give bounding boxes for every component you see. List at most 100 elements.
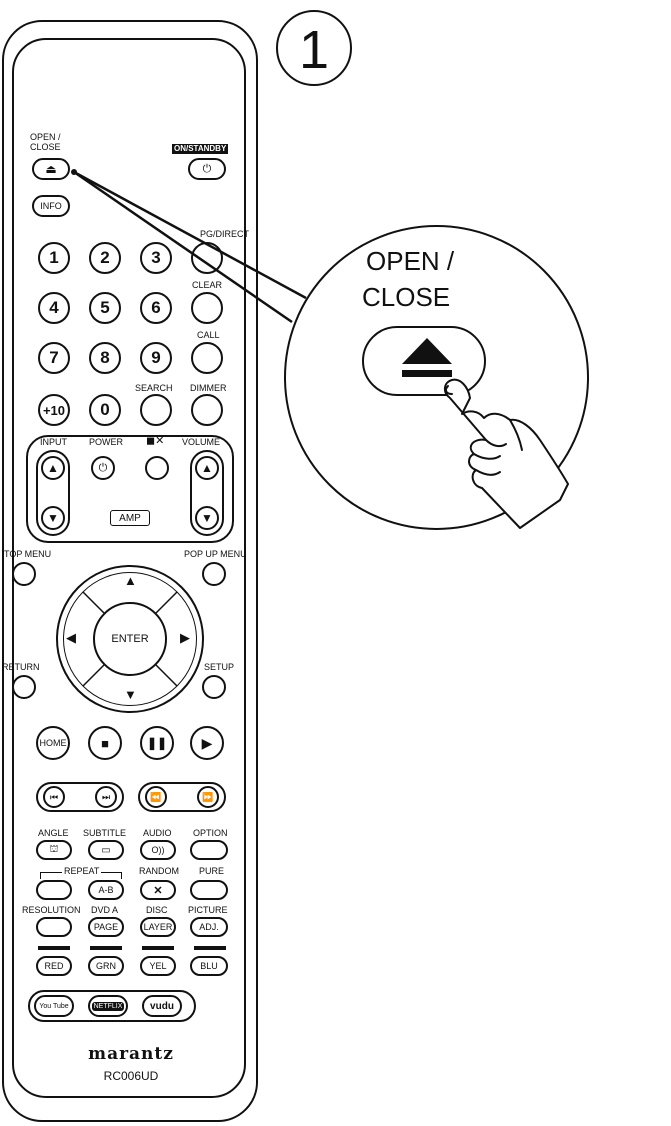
camera-icon: ⛫ bbox=[49, 843, 59, 855]
call-label: CALL bbox=[197, 330, 220, 340]
dpad-left-arrow-icon[interactable]: ◀ bbox=[66, 630, 76, 645]
search-button[interactable] bbox=[140, 394, 172, 426]
youtube-logo: You Tube bbox=[39, 1002, 69, 1010]
search-label: SEARCH bbox=[135, 383, 173, 393]
volume-up-button[interactable]: ▲ bbox=[195, 456, 219, 480]
volume-down-button[interactable]: ▼ bbox=[195, 506, 219, 530]
return-button[interactable] bbox=[12, 675, 36, 699]
digit-label: 7 bbox=[49, 348, 59, 367]
blue-button[interactable]: BLU bbox=[190, 956, 228, 976]
pop-up-menu-label: POP UP MENU bbox=[184, 549, 247, 559]
red-label: RED bbox=[44, 961, 64, 971]
dpad-right-arrow-icon[interactable]: ▶ bbox=[180, 630, 190, 645]
open-close-button[interactable]: ⏏ bbox=[32, 158, 70, 180]
ab-button[interactable]: A-B bbox=[88, 880, 124, 900]
digit-4-button[interactable]: 4 bbox=[38, 292, 70, 324]
power-icon: ⏻ bbox=[98, 461, 108, 474]
play-button[interactable]: ▶ bbox=[190, 726, 224, 760]
mute-button[interactable] bbox=[145, 456, 169, 480]
digit-3-button[interactable]: 3 bbox=[140, 242, 172, 274]
call-button[interactable] bbox=[191, 342, 223, 374]
red-button[interactable]: RED bbox=[36, 956, 72, 976]
blue-bar bbox=[194, 946, 226, 950]
netflix-logo: NETFLIX bbox=[91, 1001, 125, 1011]
fast-forward-button[interactable]: ⏩ bbox=[197, 786, 219, 808]
digit-7-button[interactable]: 7 bbox=[38, 342, 70, 374]
home-button[interactable]: HOME bbox=[36, 726, 70, 760]
dimmer-button[interactable] bbox=[191, 394, 223, 426]
return-label: RETURN bbox=[2, 662, 40, 672]
digit-6-button[interactable]: 6 bbox=[140, 292, 172, 324]
rewind-button[interactable]: ⏪ bbox=[145, 786, 167, 808]
top-menu-label: TOP MENU bbox=[4, 549, 52, 559]
random-button[interactable]: ✕ bbox=[140, 880, 176, 900]
subtitle-label: SUBTITLE bbox=[83, 828, 127, 838]
digit-8-button[interactable]: 8 bbox=[89, 342, 121, 374]
resolution-button[interactable] bbox=[36, 917, 72, 937]
input-up-button[interactable]: ▲ bbox=[41, 456, 65, 480]
enter-label: ENTER bbox=[111, 633, 149, 645]
on-standby-button[interactable]: ⏻ bbox=[188, 158, 226, 180]
input-down-button[interactable]: ▼ bbox=[41, 506, 65, 530]
page-label: PAGE bbox=[93, 922, 119, 932]
top-menu-button[interactable] bbox=[12, 562, 36, 586]
green-bar bbox=[90, 946, 122, 950]
digit-5-button[interactable]: 5 bbox=[89, 292, 121, 324]
netflix-button[interactable]: NETFLIX bbox=[88, 995, 128, 1017]
pause-button[interactable]: ❚❚ bbox=[140, 726, 174, 760]
dpad-up-arrow-icon[interactable]: ▲ bbox=[124, 573, 137, 588]
callout-open-close-button[interactable] bbox=[362, 326, 486, 396]
digit-label: 0 bbox=[100, 400, 110, 419]
volume-rocker[interactable] bbox=[190, 450, 224, 536]
clear-button[interactable] bbox=[191, 292, 223, 324]
setup-label: SETUP bbox=[204, 662, 235, 672]
green-button[interactable]: GRN bbox=[88, 956, 124, 976]
dpad-outer-ring[interactable] bbox=[56, 565, 204, 713]
rewind-icon: ⏪ bbox=[150, 791, 162, 802]
amp-power-button[interactable]: ⏻ bbox=[91, 456, 115, 480]
amp-label: AMP bbox=[119, 512, 141, 524]
repeat-button[interactable] bbox=[36, 880, 72, 900]
pg-direct-button[interactable] bbox=[191, 242, 223, 274]
yellow-button[interactable]: YEL bbox=[140, 956, 176, 976]
skip-forward-button[interactable]: ⏭ bbox=[95, 786, 117, 808]
page-button[interactable]: PAGE bbox=[88, 917, 124, 937]
enter-button[interactable]: ENTER bbox=[93, 602, 167, 676]
digit-2-button[interactable]: 2 bbox=[89, 242, 121, 274]
pause-icon: ❚❚ bbox=[146, 736, 168, 750]
adj-button[interactable]: ADJ. bbox=[190, 917, 228, 937]
dpad-down-arrow-icon[interactable]: ▼ bbox=[124, 687, 137, 702]
digit-label: 8 bbox=[100, 348, 110, 367]
clear-label: CLEAR bbox=[192, 280, 223, 290]
red-bar bbox=[38, 946, 70, 950]
layer-button[interactable]: LAYER bbox=[140, 917, 176, 937]
stop-button[interactable]: ■ bbox=[88, 726, 122, 760]
audio-button[interactable]: O)) bbox=[140, 840, 176, 860]
digit-1-button[interactable]: 1 bbox=[38, 242, 70, 274]
pure-button[interactable] bbox=[190, 880, 228, 900]
ab-label: A-B bbox=[98, 885, 114, 895]
youtube-button[interactable]: You Tube bbox=[34, 995, 74, 1017]
streaming-frame bbox=[28, 990, 196, 1022]
digit-0-button[interactable]: 0 bbox=[89, 394, 121, 426]
vudu-button[interactable]: vudu bbox=[142, 995, 182, 1017]
repeat-label: REPEAT bbox=[62, 866, 102, 876]
volume-label: VOLUME bbox=[182, 437, 221, 447]
search-group-frame bbox=[138, 782, 226, 812]
callout-open-close-line2: CLOSE bbox=[362, 282, 451, 312]
option-button[interactable] bbox=[190, 840, 228, 860]
pop-up-menu-button[interactable] bbox=[202, 562, 226, 586]
digit-9-button[interactable]: 9 bbox=[140, 342, 172, 374]
home-label: HOME bbox=[39, 738, 67, 748]
grn-label: GRN bbox=[96, 961, 116, 971]
skip-back-button[interactable]: ⏮ bbox=[43, 786, 65, 808]
setup-button[interactable] bbox=[202, 675, 226, 699]
triangle-up-icon: ▲ bbox=[201, 461, 213, 475]
digit-plus10-button[interactable]: +10 bbox=[38, 394, 70, 426]
angle-button[interactable]: ⛫ bbox=[36, 840, 72, 860]
input-rocker[interactable] bbox=[36, 450, 70, 536]
info-button[interactable]: INFO bbox=[32, 195, 70, 217]
pure-label: PURE bbox=[199, 866, 225, 876]
angle-label: ANGLE bbox=[38, 828, 69, 838]
subtitle-button[interactable]: ▭ bbox=[88, 840, 124, 860]
